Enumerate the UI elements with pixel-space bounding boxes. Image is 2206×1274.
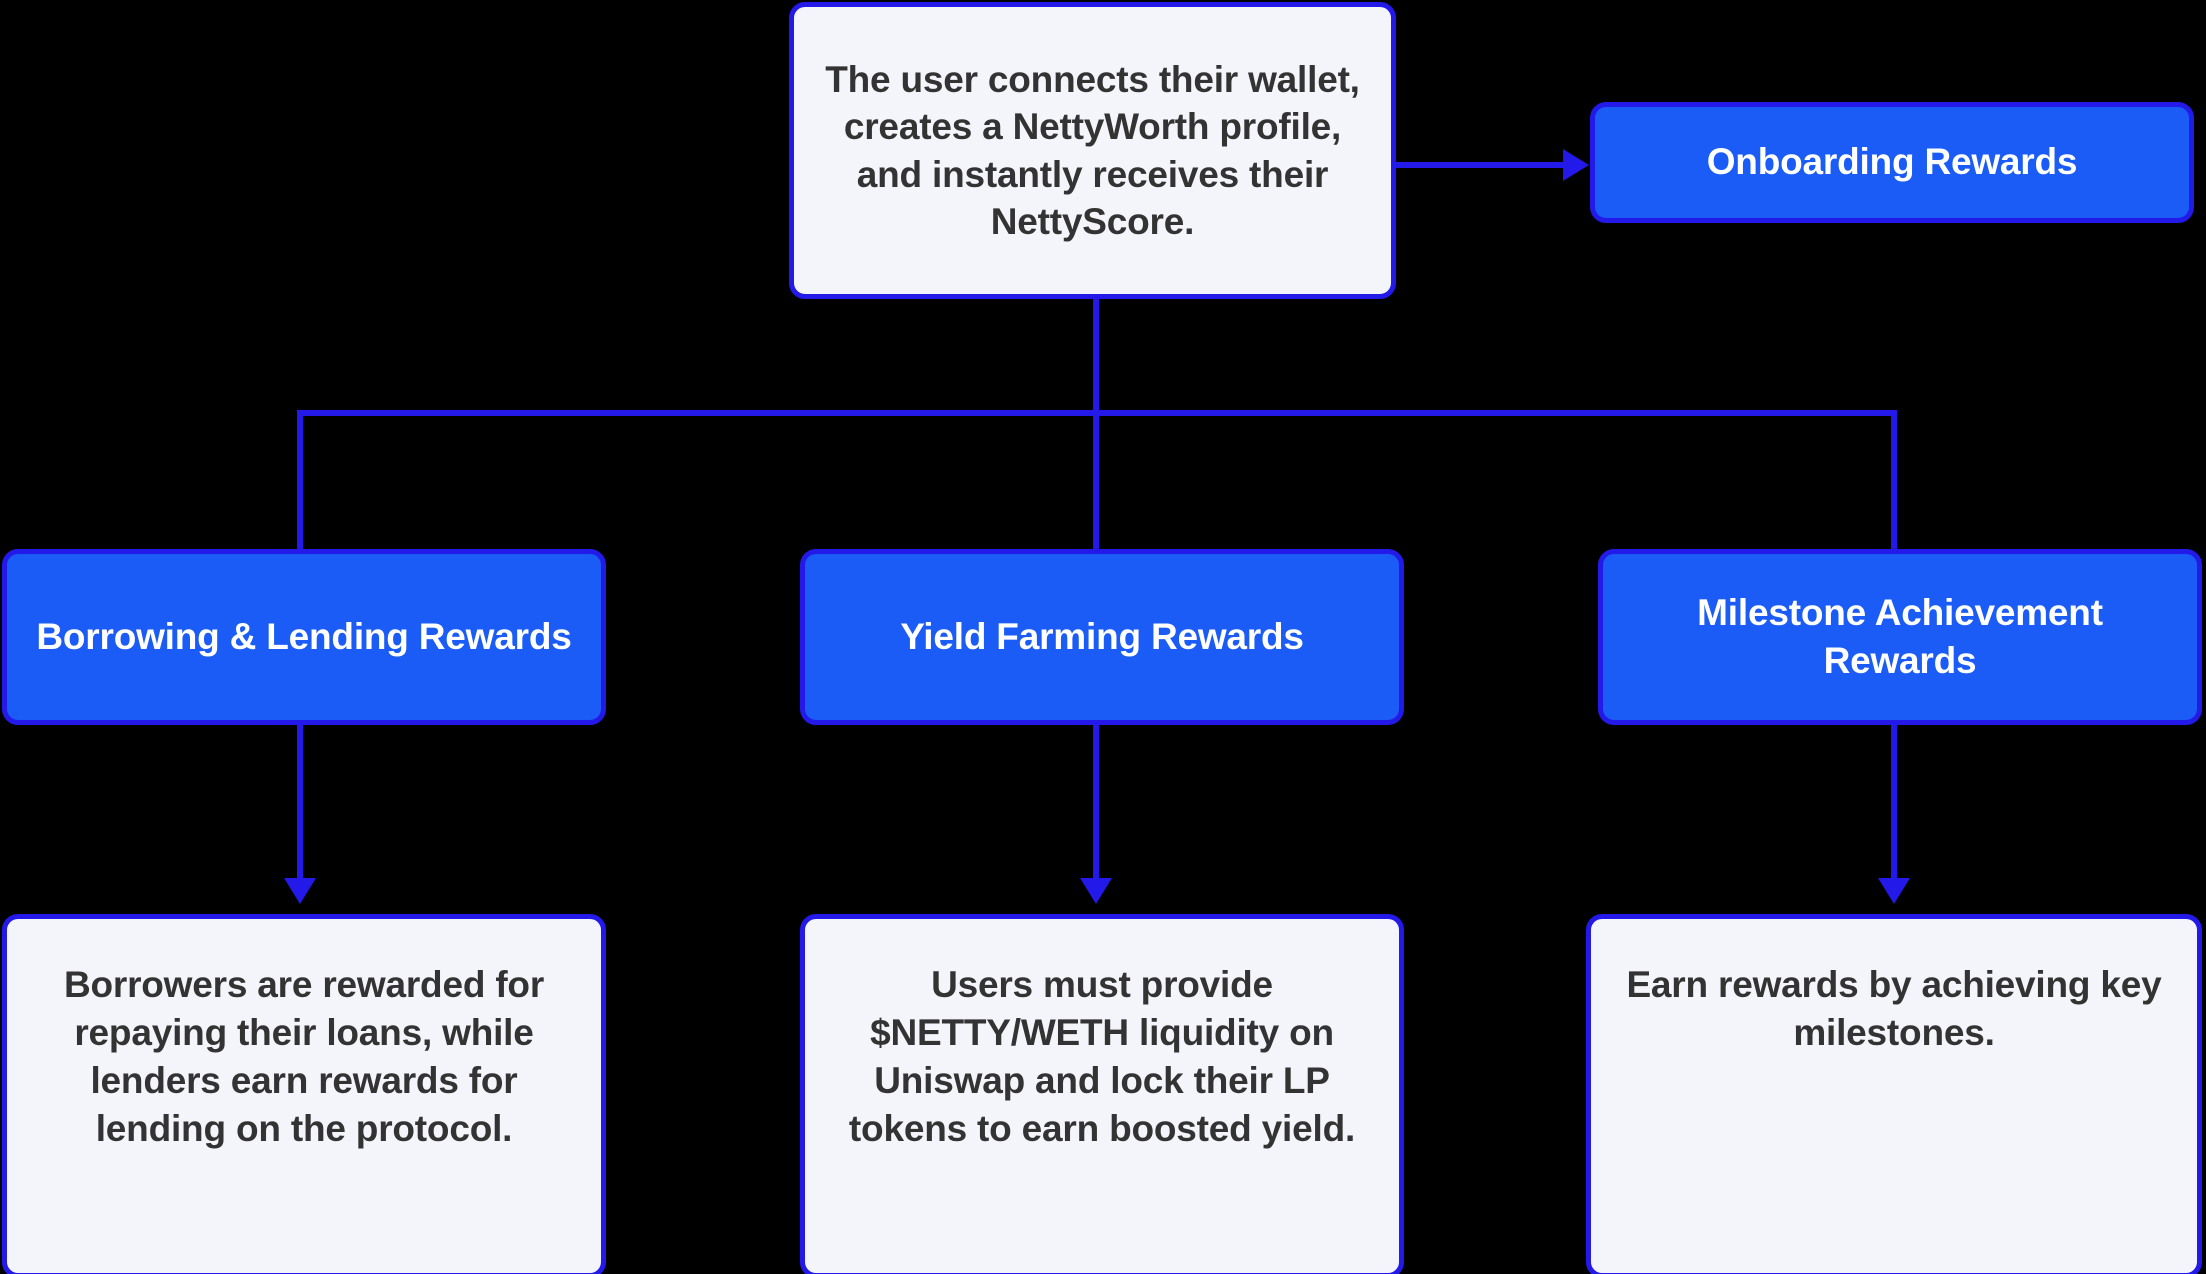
node-milestone-detail-label: Earn rewards by achieving key milestones… — [1626, 964, 2162, 1054]
node-onboarding-rewards-label: Onboarding Rewards — [1706, 141, 2078, 183]
node-onboarding-rewards[interactable]: Onboarding Rewards — [1590, 102, 2194, 223]
edge-bar-to-milestone — [1891, 410, 1897, 552]
node-milestone-detail[interactable]: Earn rewards by achieving key milestones… — [1586, 914, 2202, 1274]
edge-yield-to-detail — [1093, 722, 1099, 882]
node-yield-detail-label: Users must provide $NETTY/WETH liquidity… — [848, 964, 1356, 1150]
node-root-label: The user connects their wallet, creates … — [825, 58, 1360, 242]
node-borrowing-detail[interactable]: Borrowers are rewarded for repaying thei… — [2, 914, 606, 1274]
node-root[interactable]: The user connects their wallet, creates … — [789, 2, 1396, 299]
node-borrowing-lending-rewards[interactable]: Borrowing & Lending Rewards — [2, 549, 606, 725]
arrowhead-root-to-onboarding — [1563, 149, 1589, 181]
node-milestone-achievement-rewards-label: Milestone Achievement Rewards — [1697, 591, 2103, 681]
arrowhead-milestone-to-detail — [1878, 878, 1910, 904]
edge-root-stem — [1093, 296, 1099, 416]
arrowhead-yield-to-detail — [1080, 878, 1112, 904]
edge-root-to-onboarding — [1393, 162, 1569, 168]
node-milestone-achievement-rewards[interactable]: Milestone Achievement Rewards — [1598, 549, 2202, 725]
node-yield-detail[interactable]: Users must provide $NETTY/WETH liquidity… — [800, 914, 1404, 1274]
edge-bar-to-yield — [1093, 410, 1099, 552]
arrowhead-borrowing-to-detail — [284, 878, 316, 904]
edge-milestone-to-detail — [1891, 722, 1897, 882]
edge-borrowing-to-detail — [297, 722, 303, 882]
edge-bar-to-borrowing — [297, 410, 303, 552]
node-borrowing-lending-rewards-label: Borrowing & Lending Rewards — [36, 615, 572, 657]
node-yield-farming-rewards[interactable]: Yield Farming Rewards — [800, 549, 1404, 725]
node-borrowing-detail-label: Borrowers are rewarded for repaying thei… — [63, 964, 545, 1150]
node-yield-farming-rewards-label: Yield Farming Rewards — [900, 615, 1304, 657]
